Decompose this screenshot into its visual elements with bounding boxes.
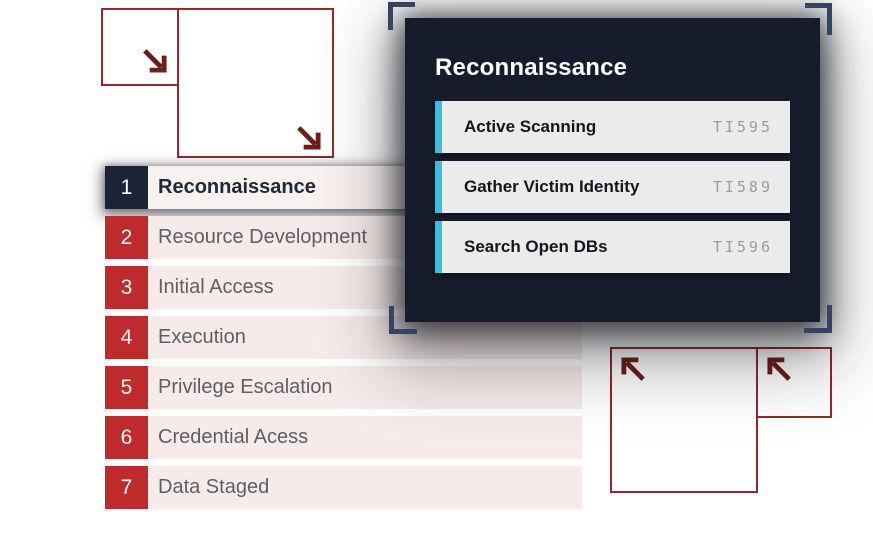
technique-code: TI595 (712, 118, 773, 137)
technique-code: TI589 (712, 178, 773, 197)
corner-bracket-bottom-right (804, 305, 832, 333)
arrow-up-left-icon (766, 356, 793, 383)
corner-bracket-bottom-left (389, 306, 417, 334)
step-label: Execution (148, 316, 582, 359)
deco-box-bottom-right-small (756, 347, 832, 418)
kill-chain-step-7[interactable]: 7 Data Staged (105, 466, 582, 509)
technique-label: Gather Victim Identity (464, 177, 640, 197)
technique-item-search-open-dbs[interactable]: Search Open DBs TI596 (435, 221, 790, 274)
step-number: 2 (105, 216, 148, 259)
step-number: 4 (105, 316, 148, 359)
step-number: 5 (105, 366, 148, 409)
technique-item-gather-victim-identity[interactable]: Gather Victim Identity TI589 (435, 161, 790, 214)
kill-chain-step-4[interactable]: 4 Execution (105, 316, 582, 359)
step-number: 3 (105, 266, 148, 309)
deco-box-top-left-large (177, 8, 334, 158)
step-label: Privilege Escalation (148, 366, 582, 409)
corner-bracket-top-left (388, 2, 415, 30)
arrow-down-right-icon (141, 47, 168, 74)
technique-list: Active Scanning TI595 Gather Victim Iden… (435, 101, 790, 274)
step-label: Data Staged (148, 466, 582, 509)
technique-code: TI596 (712, 238, 773, 257)
technique-popup: Reconnaissance Active Scanning TI595 Gat… (405, 18, 820, 322)
technique-label: Search Open DBs (464, 237, 608, 257)
arrow-up-left-icon (620, 356, 647, 383)
corner-bracket-top-right (805, 3, 832, 35)
step-number: 1 (105, 166, 148, 209)
technique-item-active-scanning[interactable]: Active Scanning TI595 (435, 101, 790, 154)
step-label: Credential Acess (148, 416, 582, 459)
technique-label: Active Scanning (464, 117, 597, 137)
kill-chain-step-5[interactable]: 5 Privilege Escalation (105, 366, 582, 409)
step-number: 6 (105, 416, 148, 459)
arrow-down-right-icon (295, 124, 322, 151)
deco-box-bottom-right-large (610, 347, 758, 493)
kill-chain-step-6[interactable]: 6 Credential Acess (105, 416, 582, 459)
popup-title: Reconnaissance (435, 54, 628, 81)
step-number: 7 (105, 466, 148, 509)
